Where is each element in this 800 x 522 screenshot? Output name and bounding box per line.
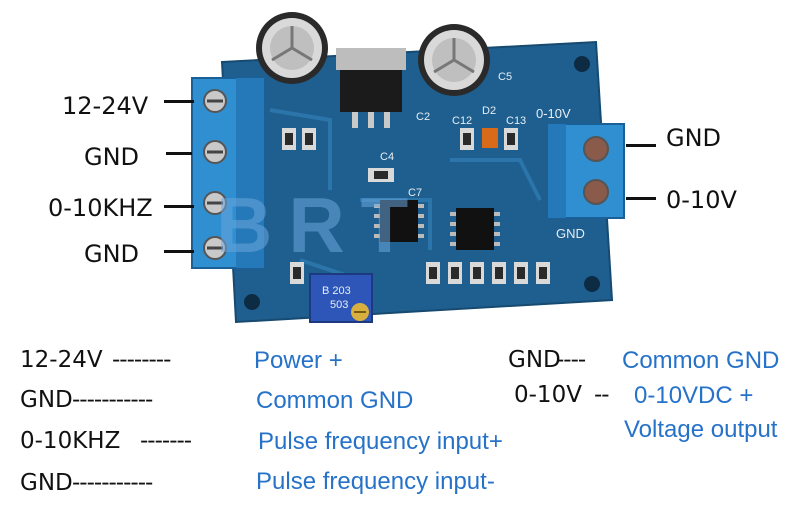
legend-desc-power: Power + <box>254 347 343 374</box>
pin-label-power: 12-24V <box>62 92 149 120</box>
pin-label-gnd-2: GND <box>84 240 140 268</box>
pin-leaders <box>164 100 656 253</box>
legend-dash-pulse: ------- <box>140 428 192 454</box>
watermark: BRT <box>216 181 424 269</box>
legend-term-gnd-2: GND <box>20 470 73 496</box>
legend-dash-out-voltage: -- <box>594 382 610 408</box>
voltage-regulator <box>336 48 406 128</box>
input-terminal-block <box>191 77 265 269</box>
ic-chip-1 <box>374 200 424 242</box>
ic-chip-2 <box>450 208 500 250</box>
smd-components <box>282 128 550 284</box>
silk-out-gnd: GND <box>556 226 585 241</box>
legend-dash-gnd-1: ----------- <box>72 387 153 413</box>
legend-term-out-gnd: GND <box>508 347 561 373</box>
legend-desc-out-voltage: 0-10VDC + <box>634 382 754 409</box>
output-terminal-block <box>547 123 625 219</box>
silk-c4: C4 <box>380 151 394 163</box>
silk-out-range: 0-10V <box>536 106 571 121</box>
pin-label-pulse: 0-10KHZ <box>48 194 153 222</box>
silk-c2: C2 <box>416 111 430 123</box>
legend-desc-pulse-minus: Pulse frequency input- <box>256 468 495 495</box>
legend-term-gnd-1: GND <box>20 387 73 413</box>
legend-term-pulse: 0-10KHZ <box>20 428 121 454</box>
silk-c5: C5 <box>498 71 512 83</box>
capacitor-right <box>418 24 490 96</box>
legend-dash-power: -------- <box>112 347 171 373</box>
pot-marking-2: 503 <box>330 299 348 311</box>
pot-marking-1: B 203 <box>322 285 351 297</box>
capacitor-left <box>256 12 328 84</box>
trim-potentiometer: B 203 503 <box>309 273 373 323</box>
silk-c12: C12 <box>452 115 472 127</box>
legend-term-out-voltage: 0-10V <box>514 382 582 408</box>
board-photo: B 203 503 C2 C4 C5 C7 C12 C13 D2 0-10V G… <box>164 12 656 324</box>
legend-desc-out-gnd: Common GND <box>622 347 780 374</box>
legend-desc-out-voltage-2: Voltage output <box>624 416 778 443</box>
pin-label-gnd-1: GND <box>84 143 140 171</box>
legend-desc-pulse-plus: Pulse frequency input+ <box>258 428 503 455</box>
pin-label-out-voltage: 0-10V <box>666 186 737 214</box>
pin-label-out-gnd: GND <box>666 124 722 152</box>
silk-d2: D2 <box>482 105 496 117</box>
legend-term-power: 12-24V <box>20 347 103 373</box>
legend-dash-out-gnd: ---- <box>556 347 586 373</box>
silk-c13: C13 <box>506 115 526 127</box>
legend-desc-gnd-1: Common GND <box>256 387 414 414</box>
silk-c7: C7 <box>408 187 422 199</box>
legend-dash-gnd-2: ----------- <box>72 470 153 496</box>
